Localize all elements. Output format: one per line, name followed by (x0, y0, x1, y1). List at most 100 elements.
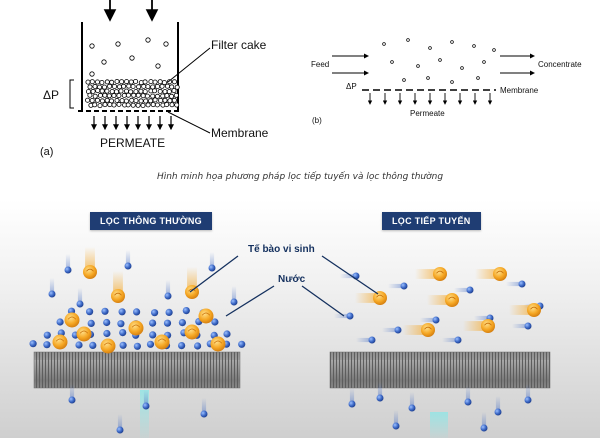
water-particle (86, 308, 94, 316)
figure-caption: Hình minh họa phương pháp lọc tiếp tuyến… (156, 172, 444, 182)
cake-particle (102, 84, 108, 90)
microbe-detail (79, 330, 89, 334)
cake-particle (160, 93, 166, 99)
water-particle (480, 424, 488, 432)
water-particle (348, 400, 356, 408)
permeate-flow (140, 390, 149, 438)
water-particle-trail (393, 410, 399, 426)
suspended-particle (476, 76, 480, 80)
crossflow-particles (382, 38, 496, 84)
cake-particle (125, 102, 131, 108)
microbe-cell (83, 265, 97, 279)
filtration-illustration (0, 200, 600, 438)
microbe-detail (131, 324, 141, 328)
microbe-detail (496, 270, 504, 274)
microbe-detail (436, 270, 444, 274)
microbe-cell (111, 289, 125, 303)
cake-particle (87, 84, 93, 90)
permeate-arrows (367, 93, 493, 105)
cake-particle (95, 79, 101, 85)
water-particle (346, 312, 354, 320)
cake-particle (124, 88, 130, 94)
water-particle (56, 318, 64, 326)
microbe-detail (530, 306, 538, 310)
cake-particle (107, 83, 113, 89)
delta-p-label-b: ΔP (346, 82, 357, 91)
water-particle (89, 341, 97, 349)
illustration-background (0, 200, 600, 438)
cake-particle (167, 98, 173, 104)
water-particle (146, 340, 155, 348)
cake-particle (171, 79, 177, 85)
top-diagram-panel: Filter cake Membrane PERMEATE ΔP (a) Fee… (0, 0, 600, 200)
cake-particle (130, 102, 136, 108)
cake-particle (92, 102, 98, 108)
microbe-detail (67, 316, 77, 320)
water-particle (466, 286, 474, 294)
cake-particle (104, 88, 110, 94)
microbe-callout-line (189, 255, 239, 293)
microbe-detail (484, 322, 492, 326)
microbe-trail (113, 271, 123, 291)
membrane-leader (167, 111, 211, 134)
water-particle-trail (49, 278, 55, 294)
cake-particle (169, 84, 175, 90)
microbe-trail (509, 305, 529, 315)
water-particle-trail (388, 283, 404, 289)
permeate-label-b: Permeate (410, 109, 445, 118)
water-particle-trail (117, 414, 123, 430)
cake-particle (154, 102, 160, 108)
water-particle-trail (442, 337, 458, 343)
cake-particle (124, 79, 130, 85)
water-particle (394, 326, 402, 334)
water-particle-trail (474, 315, 490, 321)
water-particle-trail (334, 313, 350, 319)
cake-particle (89, 79, 95, 85)
cake-particle (92, 93, 98, 99)
water-particle (29, 340, 37, 348)
schematic-diagrams (69, 0, 535, 134)
cake-particle (171, 88, 177, 94)
microbe-cell (76, 326, 92, 342)
suspended-particle (89, 71, 95, 77)
cake-particle (116, 93, 122, 99)
microbe-cell (373, 291, 387, 305)
cake-particle (90, 88, 96, 94)
water-particle (43, 341, 51, 349)
cake-particle (133, 79, 139, 85)
water-particle (48, 290, 56, 298)
water-particle (376, 394, 384, 402)
cake-particle (107, 102, 113, 108)
microbe-callout-line (321, 255, 379, 295)
cake-particle (99, 80, 105, 86)
cake-particle (104, 97, 110, 103)
microbe-label: Tế bào vi sinh (248, 244, 315, 255)
water-particle (211, 318, 219, 326)
cake-particle (116, 101, 122, 107)
water-particle (101, 307, 109, 315)
water-particle-trail (143, 390, 149, 406)
cake-particle (123, 98, 129, 104)
cake-particle (102, 92, 108, 98)
filter-cake (85, 37, 180, 109)
microbe-detail (55, 338, 65, 342)
filter-cake-label: Filter cake (211, 38, 267, 52)
cake-particle (164, 102, 170, 108)
water-particle (149, 319, 157, 327)
cake-particle (87, 92, 93, 98)
cake-particle (152, 79, 158, 85)
cake-particle (171, 97, 177, 103)
cake-particle (154, 93, 160, 99)
microbe-trail (403, 325, 423, 335)
feed-label: Feed (311, 60, 330, 69)
cake-particle (159, 83, 165, 89)
water-particle-trail (201, 398, 207, 414)
suspended-particle (426, 76, 430, 80)
water-particle-trail (465, 386, 471, 402)
cake-particle (119, 79, 125, 85)
water-particle (408, 404, 416, 412)
cake-particle (169, 102, 175, 108)
cake-particle (166, 79, 172, 85)
cake-particle (142, 79, 148, 85)
microbe-detail (114, 292, 122, 296)
